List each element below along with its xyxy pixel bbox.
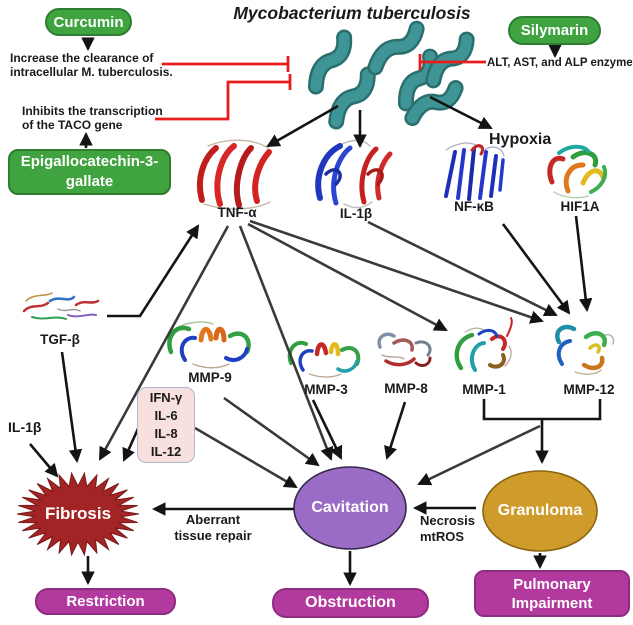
aberrant-note: Aberrant tissue repair	[174, 512, 252, 543]
arrow-il1bside-to-fibrosis	[29, 443, 59, 478]
fibrosis-starburst	[16, 471, 140, 557]
il1b-label: IL-1β	[339, 206, 373, 221]
protein-il1b-icon	[315, 139, 393, 209]
inhibition-curcumin-to-bacteria	[162, 56, 290, 72]
arrow-tgfb-to-fibrosis	[60, 351, 83, 464]
protein-hif1a-icon	[547, 144, 608, 199]
arrow-bacteria-to-hypoxia	[429, 95, 493, 130]
protein-mmp1-icon	[454, 317, 513, 372]
arrow-hif1a-to-mmp12	[574, 215, 593, 313]
il1b-side-label: IL-1β	[8, 419, 42, 435]
tgfb-label: TGF-β	[40, 332, 80, 347]
tnf-label: TNF-α	[217, 205, 257, 220]
protein-tgfb-icon	[22, 292, 100, 320]
bacteria-icon	[307, 20, 475, 130]
arrow-il1b-to-mmp12	[367, 220, 558, 317]
granuloma-ellipse	[482, 470, 598, 552]
arrow-cytokines-to-cavitation	[194, 426, 298, 489]
arrow-nfkb-to-mmp12	[501, 223, 571, 315]
egcg-box: Epigallocatechin-3- gallate	[8, 149, 171, 195]
arrow-tgfb-to-tnf	[107, 224, 200, 318]
curcumin-box: Curcumin	[45, 8, 132, 36]
arrow-tnf-to-cavitation	[238, 225, 334, 461]
granuloma-label: Granuloma	[497, 502, 583, 519]
pulmonary-impairment-box: Pulmonary Impairment	[474, 570, 630, 617]
arrow-mmp8-to-cavitation	[384, 401, 407, 460]
mmp9-label: MMP-9	[188, 370, 232, 385]
protein-nfkb-icon	[444, 142, 505, 201]
arrow-mmp3-to-cavitation	[311, 399, 343, 460]
arrow-tnf-to-mmp1	[247, 222, 448, 332]
mmp8-label: MMP-8	[384, 381, 428, 396]
arrow-tnf-to-fibrosis	[98, 225, 230, 461]
protein-mmp12-icon	[555, 324, 615, 375]
protein-tnf-alpha-icon	[196, 139, 272, 210]
silymarin-box: Silymarin	[508, 16, 601, 45]
diagram-title: Mycobacterium tuberculosis	[233, 3, 471, 23]
mmp-bracket	[482, 399, 602, 421]
inhibition-silymarin-to-bacteria	[418, 54, 486, 70]
inhibition-lines	[155, 54, 486, 121]
mmp12-label: MMP-12	[563, 382, 615, 397]
cytokine-box: IFN-γ IL-6 IL-8 IL-12	[137, 387, 195, 463]
hypoxia-label: Hypoxia	[489, 131, 552, 148]
clearance-note: Increase the clearance of intracellular …	[10, 51, 173, 79]
arrows	[29, 37, 593, 587]
taco-note: Inhibits the transcription of the TACO g…	[22, 104, 163, 132]
mmp3-label: MMP-3	[304, 382, 348, 397]
hif1a-label: HIF1A	[560, 199, 600, 214]
protein-mmp9-icon	[167, 321, 251, 369]
arrow-mmp9-to-cavitation	[223, 396, 320, 467]
arrow-tnf-to-mmp12	[249, 219, 544, 324]
enzymes-note: ALT, AST, and ALP enzyme	[487, 57, 633, 69]
protein-mmp3-icon	[287, 340, 361, 378]
inhibition-egcg-to-bacteria	[155, 74, 292, 121]
nfkb-label: NF-κB	[454, 199, 494, 214]
obstruction-box: Obstruction	[272, 588, 429, 618]
fibrosis-label: Fibrosis	[44, 504, 112, 523]
arrow-mmps-to-cavitation	[417, 424, 541, 486]
mmp1-label: MMP-1	[462, 382, 506, 397]
arrow-bacteria-to-tnf	[266, 104, 339, 148]
restriction-box: Restriction	[35, 588, 176, 615]
protein-mmp8-icon	[377, 332, 432, 367]
necrosis-note: Necrosis mtROS	[420, 513, 475, 544]
cavitation-label: Cavitation	[311, 499, 389, 516]
